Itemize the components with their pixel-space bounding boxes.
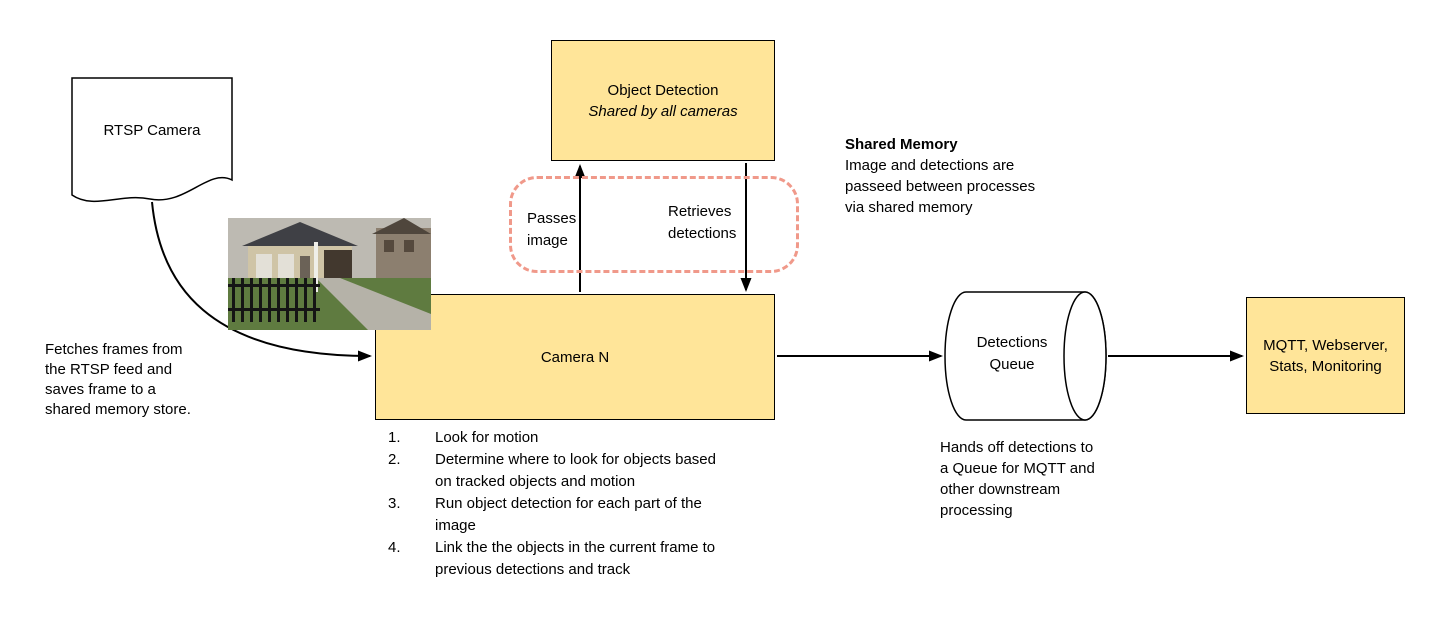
camera-snapshot-art xyxy=(228,218,431,330)
mqtt-label: MQTT, Webserver, Stats, Monitoring xyxy=(1263,336,1388,375)
step-text: Link the the objects in the current fram… xyxy=(435,539,716,578)
camera-step-2: 2. Determine where to look for objects b… xyxy=(388,449,748,493)
step-number: 4. xyxy=(388,539,401,556)
queue-handoff-note: Hands off detections to a Queue for MQTT… xyxy=(940,439,1095,519)
shared-memory-note-title: Shared Memory xyxy=(845,136,958,153)
step-number: 3. xyxy=(388,495,401,512)
step-number: 2. xyxy=(388,451,401,468)
shared-memory-region xyxy=(509,176,799,273)
camera-n-node: Camera N xyxy=(375,294,775,420)
step-text: Run object detection for each part of th… xyxy=(435,495,702,534)
rtsp-camera-shape xyxy=(71,77,233,203)
detections-queue-label: Detections Queue xyxy=(976,334,1048,373)
snapshot-sidewalk xyxy=(316,278,431,330)
shared-memory-note: Shared Memory Image and detections are p… xyxy=(845,134,1037,218)
object-detection-subtitle: Shared by all cameras xyxy=(588,102,738,120)
passes-image-label: Passes image xyxy=(527,210,577,249)
rtsp-camera-label: RTSP Camera xyxy=(103,121,201,139)
camera-step-4: 4. Link the the objects in the current f… xyxy=(388,537,748,581)
camera-n-label: Camera N xyxy=(540,348,610,366)
step-text: Look for motion xyxy=(435,429,539,446)
shared-memory-note-body: Image and detections are passeed between… xyxy=(845,157,1036,216)
camera-steps-list: 1. Look for motion 2. Determine where to… xyxy=(388,427,748,581)
snapshot-fence xyxy=(228,278,320,322)
snapshot-garage xyxy=(242,222,358,280)
step-number: 1. xyxy=(388,429,401,446)
fetch-note: Fetches frames from the RTSP feed and sa… xyxy=(45,341,191,418)
retrieves-detections-label: Retrieves detections xyxy=(668,203,737,242)
object-detection-title: Object Detection xyxy=(607,81,719,99)
object-detection-node: Object Detection Shared by all cameras xyxy=(551,40,775,161)
rtsp-to-camera-arrow xyxy=(151,201,372,362)
camera-step-3: 3. Run object detection for each part of… xyxy=(388,493,748,537)
snapshot-post xyxy=(314,242,318,292)
detections-queue-end-cap xyxy=(1063,291,1107,421)
step-text: Determine where to look for objects base… xyxy=(435,451,716,490)
mqtt-node: MQTT, Webserver, Stats, Monitoring xyxy=(1246,297,1405,414)
snapshot-background-house xyxy=(372,218,431,278)
camera-snapshot-image xyxy=(228,218,431,330)
camera-step-1: 1. Look for motion xyxy=(388,427,748,449)
